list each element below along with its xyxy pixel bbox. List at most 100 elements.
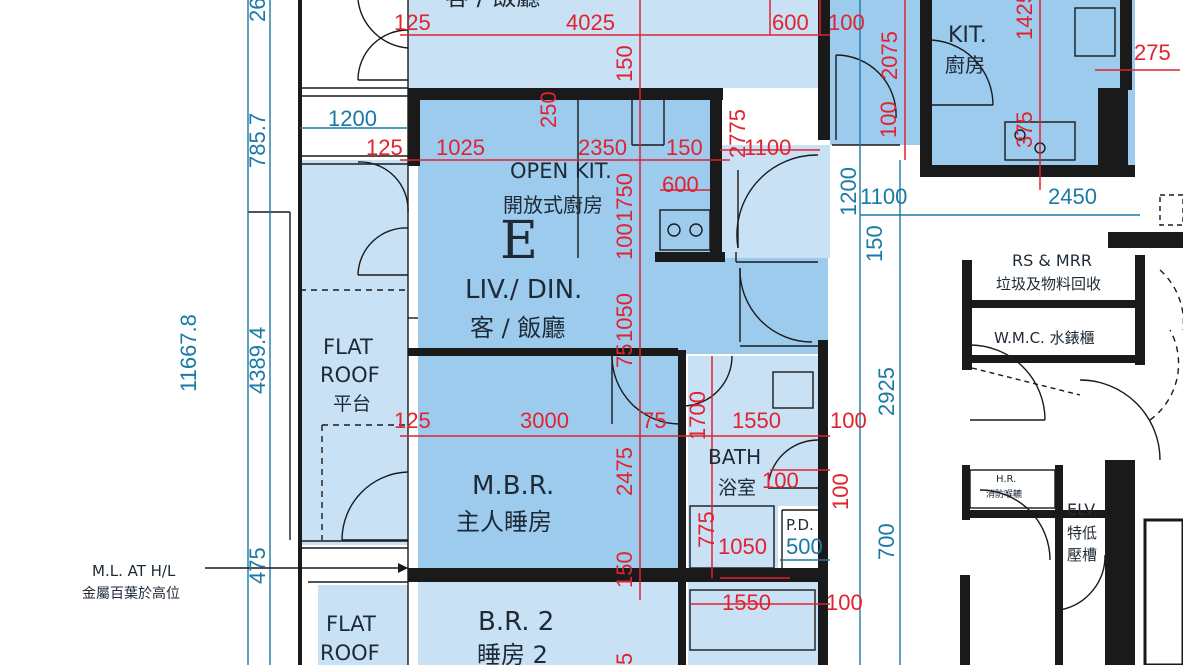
liv-din-label-en: LIV./ DIN.: [465, 275, 582, 305]
top-room-label: 客 / 飯廳: [445, 0, 540, 11]
br2-label-zh: 睡房 2: [477, 641, 548, 665]
dim-100-c: 100: [612, 223, 637, 260]
flat-roof2-label-1: FLAT: [326, 612, 376, 636]
dim-275: 275: [1134, 40, 1171, 65]
flat-roof2-label-2: ROOF: [320, 641, 380, 665]
dim-75: 75: [612, 344, 637, 368]
mbr-label-en: M.B.R.: [472, 471, 554, 501]
dim-475: 475: [245, 547, 270, 584]
dim-100-g: 100: [826, 590, 863, 615]
wall: [920, 0, 932, 170]
open-kit-label-zh: 開放式廚房: [503, 193, 603, 217]
dim-100-b: 100: [876, 101, 901, 138]
bath-label-zh: 浴室: [718, 477, 756, 499]
dimension-lines-blue: [247, 0, 1140, 665]
dim-1425: 1425: [1012, 0, 1037, 40]
dim-150: 150: [612, 45, 637, 82]
dim-4389-4: 4389.4: [245, 327, 270, 394]
dim-775: 775: [694, 511, 719, 548]
dim-2775: 2775: [725, 109, 750, 158]
callout-leader: [205, 563, 408, 573]
wall: [962, 300, 1145, 308]
wall: [408, 88, 723, 100]
top-room-fill: [408, 0, 830, 88]
dim-3000: 3000: [520, 408, 569, 433]
dim-250: 250: [536, 91, 561, 128]
wall: [655, 252, 725, 262]
hr-label-zh: 消防喉轆: [986, 488, 1022, 500]
dimension-text-red: 125 4025 600 100 275 1425 2075 150 250 2…: [366, 0, 1171, 665]
room-fills: [300, 0, 1135, 665]
rs-mrr-label-zh: 垃圾及物料回收: [996, 275, 1101, 293]
wall: [962, 465, 970, 520]
dim-100-e: 100: [762, 468, 799, 493]
wall: [678, 582, 686, 665]
elv-label-zh-1: 特低: [1067, 524, 1097, 542]
wall: [710, 88, 722, 258]
flat-roof-label-1: FLAT: [323, 335, 373, 359]
callout: M.L. AT H/L 金屬百葉於高位: [82, 562, 180, 602]
elv-label-en: ELV.: [1067, 500, 1098, 519]
dim-125-b: 125: [366, 135, 403, 160]
unit-letter: E: [500, 211, 538, 271]
wall: [920, 165, 1135, 177]
dim-100-f: 100: [828, 473, 853, 510]
kitchen-fill: [830, 0, 930, 145]
dim-600: 600: [772, 10, 809, 35]
dim-1200: 1200: [328, 106, 377, 131]
dim-2450: 2450: [1048, 184, 1097, 209]
dim-700: 700: [874, 523, 899, 560]
wmc-label: W.M.C. 水錶櫃: [994, 329, 1095, 347]
dim-1025: 1025: [436, 135, 485, 160]
dim-26: 26: [245, 0, 270, 22]
wall: [1120, 0, 1132, 90]
callout-line-2: 金屬百葉於高位: [82, 585, 180, 602]
dim-2925: 2925: [874, 367, 899, 416]
wall: [408, 348, 678, 356]
br2-bath-fill: [688, 582, 823, 665]
kitchen-label-en: KIT.: [948, 23, 987, 48]
dim-5: 5: [612, 653, 637, 665]
dim-1100: 1100: [860, 184, 907, 209]
wall: [1098, 88, 1128, 173]
dim-100-d: 100: [830, 408, 867, 433]
dim-11667-8: 11667.8: [176, 314, 201, 392]
dim-100: 100: [828, 10, 865, 35]
mbr-fill: [418, 356, 680, 568]
flat-roof2-fill: [318, 585, 408, 665]
dim-1050: 1050: [612, 293, 637, 342]
dim-150-b: 150: [666, 135, 703, 160]
wall: [1055, 465, 1063, 665]
dim-375: 375: [1012, 111, 1037, 148]
dim-2475: 2475: [612, 447, 637, 496]
wall: [962, 510, 1107, 518]
dim-75-b: 75: [642, 408, 666, 433]
wall: [678, 350, 686, 575]
flat-roof-fill: [300, 160, 408, 545]
bath-label-en: BATH: [708, 445, 761, 469]
wall: [960, 575, 970, 665]
dim-2075: 2075: [877, 31, 902, 80]
wall: [818, 340, 828, 575]
dim-785-7: 785.7: [245, 113, 270, 168]
dim-125-c: 125: [394, 408, 431, 433]
wall: [1135, 255, 1145, 365]
dim-150: 150: [862, 225, 887, 262]
wall: [962, 355, 1145, 363]
wall: [1143, 518, 1183, 665]
liv-din-fill: [418, 258, 828, 354]
flat-roof-label-zh: 平台: [333, 393, 371, 415]
room-labels: 客 / 飯廳 KIT. 廚房 OPEN KIT. 開放式廚房 E LIV./ D…: [320, 0, 1101, 665]
dim-1550: 1550: [732, 408, 781, 433]
dim-1050-b: 1050: [718, 534, 767, 559]
dim-2350: 2350: [578, 135, 627, 160]
wall: [962, 260, 972, 370]
kitchen-label-zh: 廚房: [945, 53, 985, 77]
corridor-fill: [718, 145, 830, 258]
br2-fill: [418, 582, 680, 665]
dim-1700: 1700: [685, 391, 710, 440]
rs-mrr-label-en: RS & MRR: [1012, 251, 1092, 270]
wall: [1108, 232, 1183, 248]
bath-fill: [688, 356, 823, 506]
dim-1550-b: 1550: [722, 590, 771, 615]
